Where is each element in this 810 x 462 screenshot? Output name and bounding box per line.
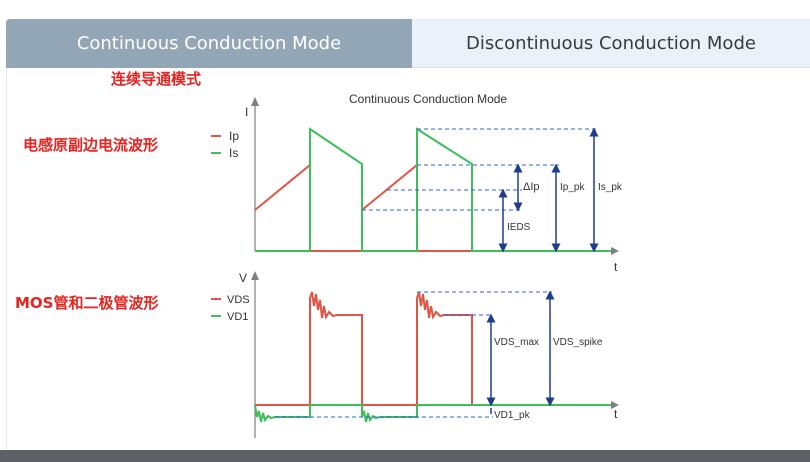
vds-spike-label: VDS_spike bbox=[553, 337, 603, 348]
current-reference-lines bbox=[362, 128, 597, 211]
tab-content-panel: 连续导通模式 Continuous Conduction Mode 电感原副边电… bbox=[6, 68, 810, 450]
voltage-y-axis-arrow bbox=[251, 271, 259, 280]
bottom-bar bbox=[0, 450, 810, 462]
vd1-pk-label: VD1_pk bbox=[494, 410, 531, 421]
ip-pk-label: Ip_pk bbox=[560, 182, 585, 193]
ip-current-waveform bbox=[254, 162, 472, 252]
voltage-time-label: t bbox=[614, 407, 618, 421]
current-time-label: t bbox=[614, 260, 618, 274]
is-current-waveform bbox=[255, 127, 611, 252]
current-annotation-arrows bbox=[498, 127, 599, 253]
vd1-voltage-waveform bbox=[254, 404, 611, 423]
vds-voltage-waveform bbox=[255, 291, 473, 406]
voltage-reference-lines bbox=[275, 291, 552, 418]
legend-is-label: Is bbox=[229, 146, 238, 160]
diagram-title: Continuous Conduction Mode bbox=[349, 92, 507, 106]
ccm-waveform-diagram: 连续导通模式 Continuous Conduction Mode 电感原副边电… bbox=[15, 70, 623, 438]
legend-vds-label: VDS bbox=[227, 294, 250, 306]
voltage-axis-label: V bbox=[239, 271, 247, 285]
switch-waveform-section-cn: MOS管和二极管波形 bbox=[15, 294, 158, 312]
legend-vd1-label: VD1 bbox=[227, 311, 248, 323]
current-x-axis-arrow bbox=[611, 247, 619, 255]
tab-continuous-conduction-mode[interactable]: Continuous Conduction Mode bbox=[6, 19, 412, 68]
mode-tabs: Continuous Conduction Mode Discontinuous… bbox=[6, 19, 810, 68]
tab-discontinuous-conduction-mode[interactable]: Discontinuous Conduction Mode bbox=[412, 19, 810, 68]
legend-ip-label: Ip bbox=[229, 129, 239, 143]
voltage-annotation-arrows bbox=[486, 290, 555, 414]
current-waveform-section-cn: 电感原副边电流波形 bbox=[23, 136, 158, 154]
voltage-x-axis-arrow bbox=[611, 401, 619, 409]
current-y-axis-arrow bbox=[251, 97, 259, 106]
vds-max-label: VDS_max bbox=[494, 337, 539, 348]
ieds-label: IEDS bbox=[507, 222, 531, 233]
current-axis-label: I bbox=[245, 105, 248, 119]
heading-continuous-mode-cn: 连续导通模式 bbox=[111, 70, 201, 88]
delta-ip-label: ΔIp bbox=[523, 181, 540, 193]
is-pk-label: Is_pk bbox=[598, 182, 623, 193]
